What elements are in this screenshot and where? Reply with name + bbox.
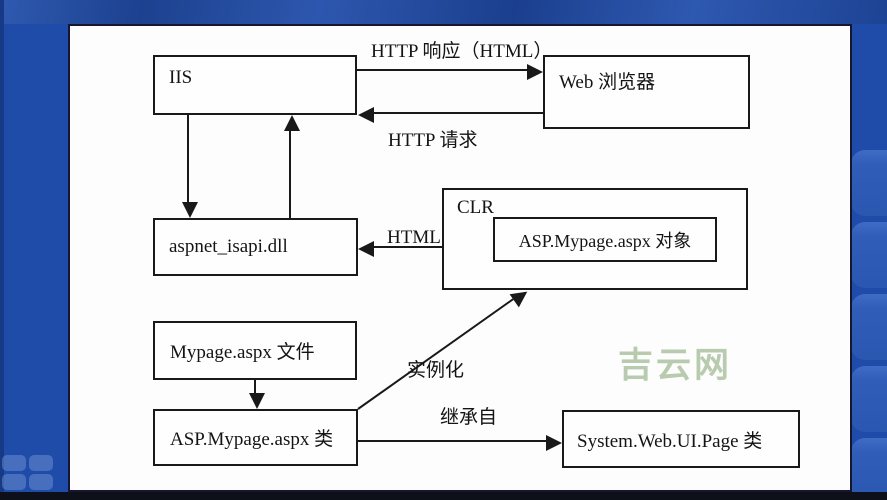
node-aspx-object: ASP.Mypage.aspx 对象 <box>493 217 717 262</box>
arrow-file-to-class <box>249 380 265 409</box>
tile <box>2 474 26 490</box>
edge-label-http-response: HTTP 响应（HTML） <box>371 41 553 62</box>
arrowhead-right-icon <box>527 64 543 80</box>
left-edge-strip <box>0 0 4 500</box>
node-clr-label: CLR <box>457 197 494 218</box>
node-page-class-label: System.Web.UI.Page 类 <box>577 430 763 452</box>
background-tiles-bottom-left <box>2 455 66 500</box>
watermark: 吉云网 <box>618 346 733 386</box>
arrow-inherits <box>358 435 562 451</box>
arrow-http-response <box>357 64 543 80</box>
edge-label-instantiate: 实例化 <box>407 360 465 381</box>
tile <box>851 438 887 500</box>
arrowhead-down-icon <box>249 393 265 409</box>
bottom-dark-bar <box>0 492 887 500</box>
node-aspx-class: ASP.Mypage.aspx 类 <box>153 409 358 466</box>
arrowhead-up-icon <box>284 115 300 131</box>
arrow-iis-to-isapi <box>182 115 198 218</box>
node-iis: IIS <box>153 55 357 115</box>
top-blue-strip <box>0 0 887 24</box>
node-web-browser: Web 浏览器 <box>543 55 750 129</box>
node-aspx-object-label: ASP.Mypage.aspx 对象 <box>518 230 692 251</box>
node-mypage-file: Mypage.aspx 文件 <box>153 321 357 380</box>
tile <box>851 222 887 288</box>
arrow-html <box>358 241 442 257</box>
arrowhead-down-icon <box>182 202 198 218</box>
tile <box>851 294 887 360</box>
node-iis-label: IIS <box>169 67 193 88</box>
node-aspnet-isapi-label: aspnet_isapi.dll <box>169 236 288 257</box>
edge-label-inherits: 继承自 <box>440 407 498 428</box>
arrowhead-left-icon <box>358 107 374 123</box>
edge-label-html: HTML <box>387 227 441 248</box>
arrow-isapi-to-iis <box>284 115 300 218</box>
node-mypage-file-label: Mypage.aspx 文件 <box>170 342 315 363</box>
tile <box>29 474 53 490</box>
node-aspx-class-label: ASP.Mypage.aspx 类 <box>170 429 334 450</box>
node-web-browser-label: Web 浏览器 <box>559 72 656 93</box>
tile <box>851 150 887 216</box>
tile <box>851 366 887 432</box>
arrowhead-right-icon <box>546 435 562 451</box>
arrowhead-left-icon <box>358 241 374 257</box>
node-page-class: System.Web.UI.Page 类 <box>562 410 800 468</box>
node-aspnet-isapi: aspnet_isapi.dll <box>153 218 358 276</box>
tile <box>29 455 53 471</box>
background-tiles-right <box>851 150 887 500</box>
edge-label-http-request: HTTP 请求 <box>388 130 478 151</box>
tile <box>2 455 26 471</box>
